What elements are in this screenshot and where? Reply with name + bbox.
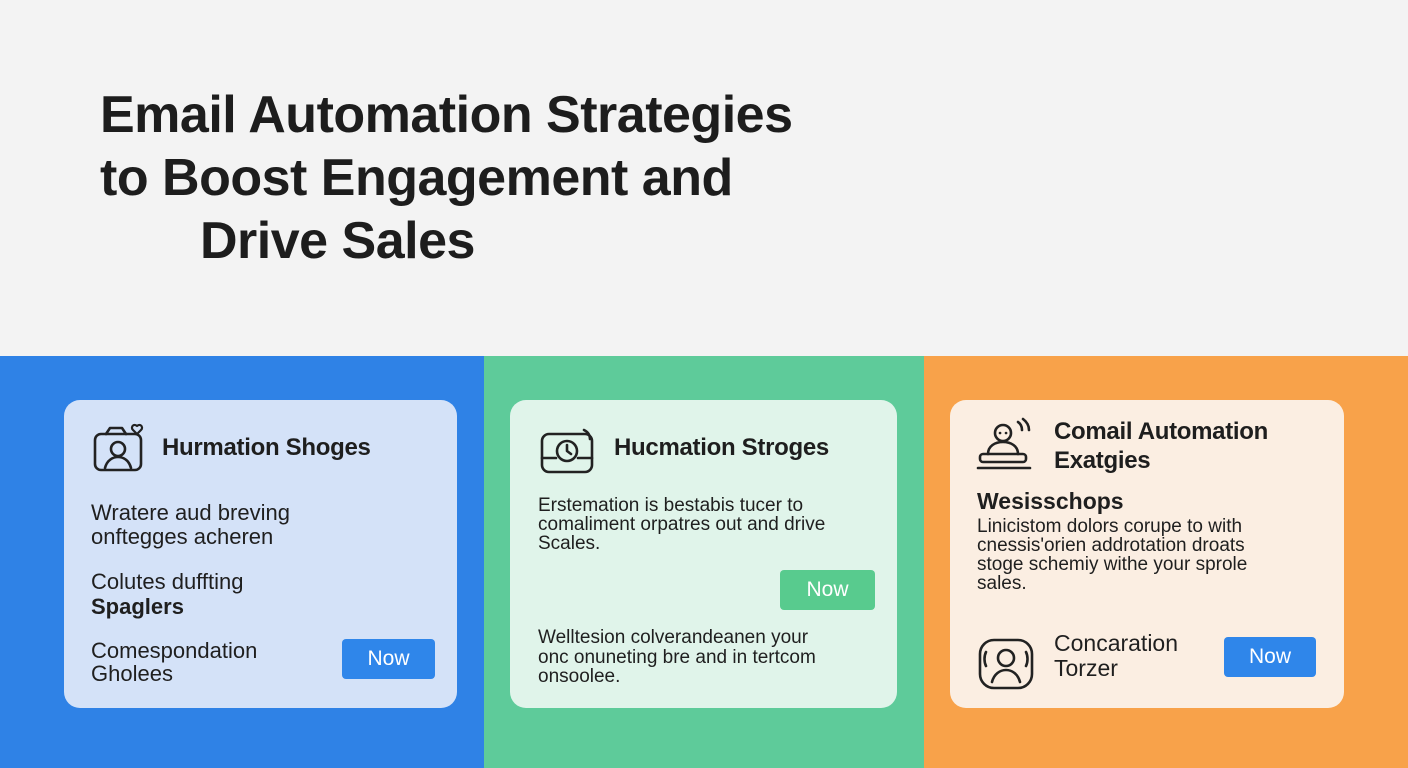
card-1-item-3-line-2: Gholees [91, 661, 173, 686]
strategy-card-1: Hurmation Shoges Wratere aud breving onf… [64, 400, 457, 708]
card-1-heading: Hurmation Shoges [162, 434, 371, 461]
card-1-item-3-line-1: Comespondation [91, 638, 258, 663]
card-3-heading-line-2: Exatgies [1054, 447, 1151, 474]
user-photo-icon [92, 422, 148, 474]
card-3-subheading: Wesisschops [977, 488, 1124, 514]
card-2-para-2-line-3: onsoolee. [538, 666, 621, 687]
page-title-line-1: Email Automation Strategies [100, 86, 793, 144]
card-1-item-2-line-1: Colutes duffting [91, 569, 244, 594]
now-button-3[interactable]: Now [1224, 637, 1316, 677]
now-button-1[interactable]: Now [342, 639, 435, 679]
card-1-item-1-line-2: onftegges acheren [91, 524, 274, 549]
card-3-para-line-1: Linicistom dolors corupe to with [977, 516, 1243, 537]
camera-timer-icon [538, 426, 598, 476]
card-3-footer-line-2: Torzer [1054, 655, 1118, 681]
card-1-item-1-line-1: Wratere aud breving [91, 500, 290, 525]
card-2-para-2-line-2: onc onuneting bre and in tertcom [538, 647, 816, 668]
card-1-item-2-line-2: Spaglers [91, 594, 184, 619]
card-2-para-1-line-1: Erstemation is bestabis tucer to [538, 495, 804, 516]
strategy-card-3: Comail Automation Exatgies Wesisschops L… [950, 400, 1344, 708]
page-title: Email Automation Strategies to Boost Eng… [100, 84, 920, 273]
page-title-line-2: to Boost Engagement and [100, 149, 733, 207]
card-3-footer-line-1: Concaration [1054, 630, 1179, 656]
user-desk-icon [976, 416, 1038, 472]
card-2-para-1-line-3: Scales. [538, 533, 601, 554]
card-2-para-1-line-2: comaliment orpatres out and drive [538, 514, 826, 535]
face-frame-icon [977, 636, 1037, 692]
strategy-card-2: Hucmation Stroges Erstemation is bestabi… [510, 400, 897, 708]
card-3-para-line-4: sales. [977, 573, 1027, 594]
card-2-heading: Hucmation Stroges [614, 434, 829, 461]
card-3-para-line-3: stoge schemiy withe your sprole [977, 554, 1248, 575]
card-3-heading-line-1: Comail Automation [1054, 418, 1269, 445]
card-2-para-2-line-1: Welltesion colverandeanen your [538, 627, 809, 648]
card-3-para-line-2: cnessis'orien addrotation droats [977, 535, 1245, 556]
now-button-2[interactable]: Now [780, 570, 875, 610]
page-title-line-3: Drive Sales [200, 212, 475, 270]
